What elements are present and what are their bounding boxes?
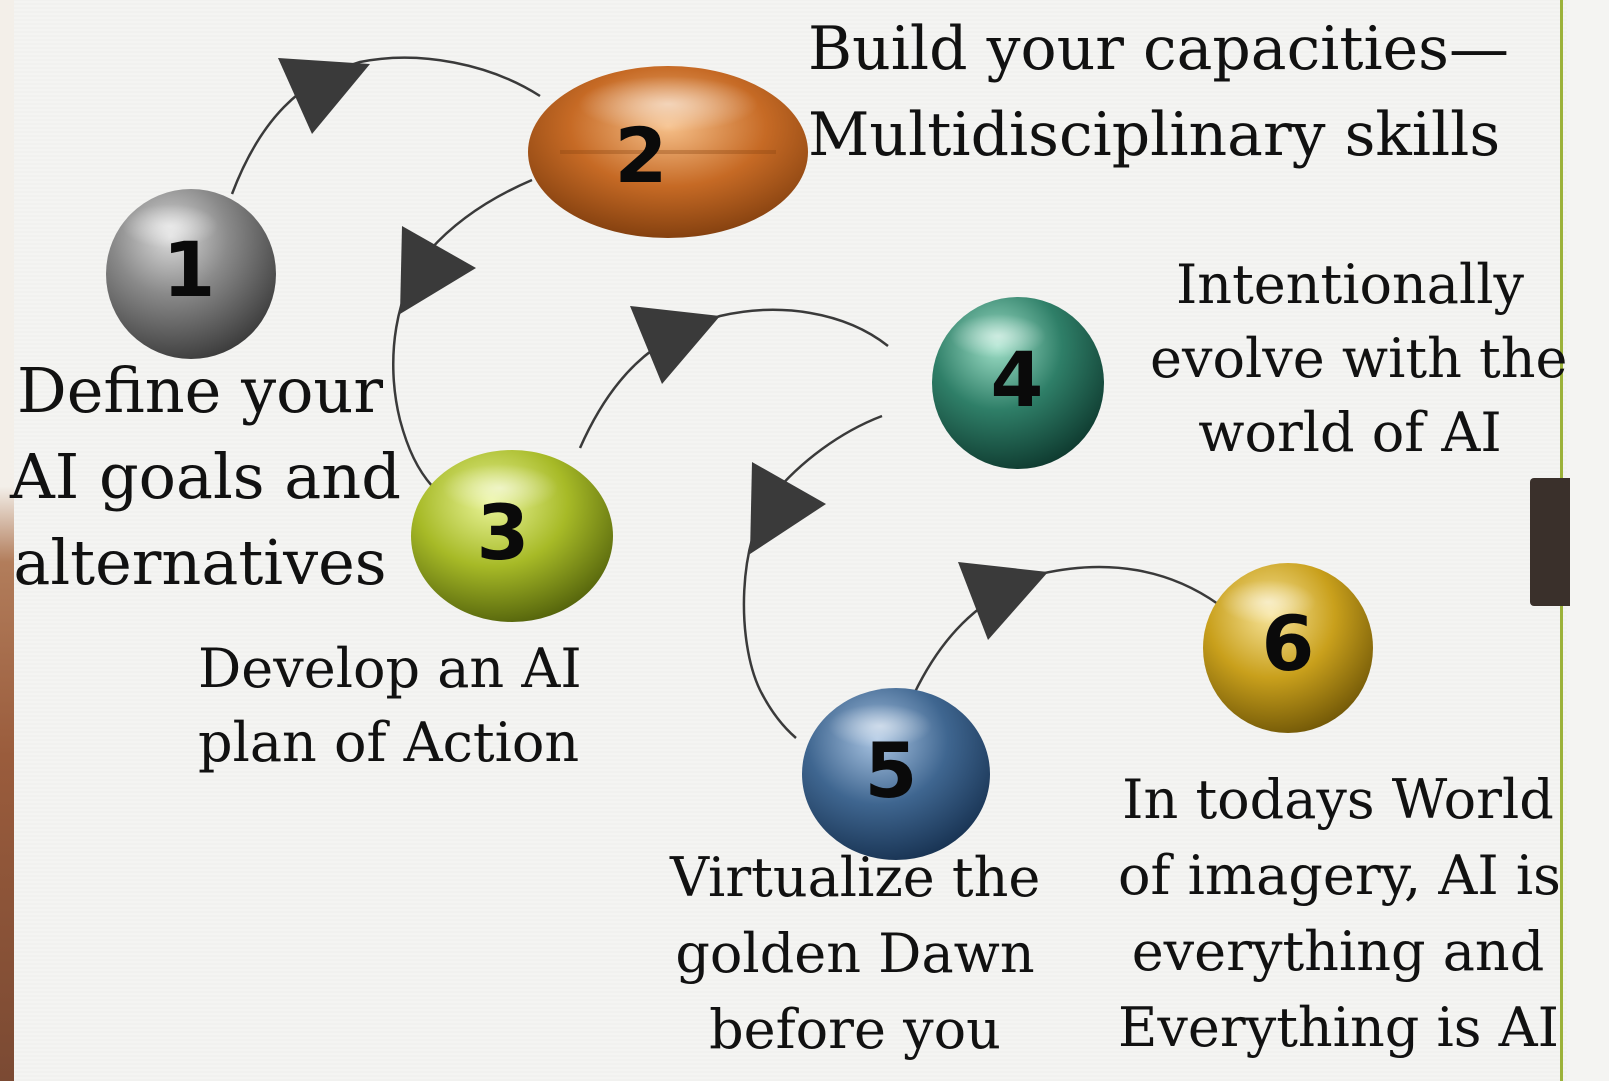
step-6-line-4: Everything is AI [1118,996,1559,1059]
step-1-label: Define your AI goals and alternatives [10,348,401,606]
step-3-label: Develop an AI plan of Action [198,632,598,780]
arrow-4-to-5 [742,414,883,739]
left-photo-strip [0,0,14,1081]
step-3-line-1: Develop an AI [198,637,582,700]
arrow-3-to-4 [578,308,889,449]
step-3-line-2: plan of Action [198,711,580,774]
step-6-label: In todays World of imagery, AI is everyt… [1118,762,1561,1066]
step-4-line-3: world of AI [1198,401,1502,464]
arrow-1-to-2 [230,56,541,195]
step-4-line-1: Intentionally [1175,253,1525,316]
ball-3 [411,450,613,622]
arrowhead-3 [630,306,720,384]
step-1-line-1: Define your [16,354,383,427]
arrow-heads [278,58,1048,640]
step-number-2: 2 [615,111,668,200]
step-6-line-3: everything and [1131,920,1545,983]
step-4-line-2: evolve with the [1150,327,1568,390]
arrowhead-1 [278,58,370,134]
arrow-2-to-3 [392,178,533,487]
step-1-line-3: alternatives [13,526,387,599]
ball-6 [1203,563,1373,733]
step-2-line-2: Multidisciplinary skills [808,100,1501,170]
step-number-6: 6 [1262,599,1315,688]
step-2-label: Build your capacities— Multidisciplinary… [808,6,1509,178]
ball-5 [802,688,990,860]
ball-2 [528,66,808,238]
step-1-line-2: AI goals and [10,440,401,513]
ball-1 [106,189,276,359]
slide-canvas [14,0,1567,1081]
step-number-1: 1 [163,225,216,314]
step-5-line-3: before you [709,998,1001,1061]
arrowhead-2 [400,226,476,314]
step-6-line-2: of imagery, AI is [1118,844,1561,907]
step-5-line-2: golden Dawn [675,922,1035,985]
step-4-label: Intentionally evolve with the world of A… [1150,248,1568,470]
step-2-line-1: Build your capacities— [808,14,1509,84]
arrowhead-5 [958,562,1048,640]
arrow-5-to-6 [912,565,1219,695]
right-margin [1567,0,1609,1081]
ball-4 [932,297,1104,469]
step-number-3: 3 [477,488,530,577]
step-6-line-1: In todays World [1122,768,1554,831]
arrowhead-4 [750,462,826,554]
side-tab [1530,478,1570,606]
step-number-4: 4 [991,335,1044,424]
step-5-line-1: Virtualize the [670,846,1041,909]
step-5-label: Virtualize the golden Dawn before you [670,840,1040,1068]
step-number-5: 5 [865,726,918,815]
